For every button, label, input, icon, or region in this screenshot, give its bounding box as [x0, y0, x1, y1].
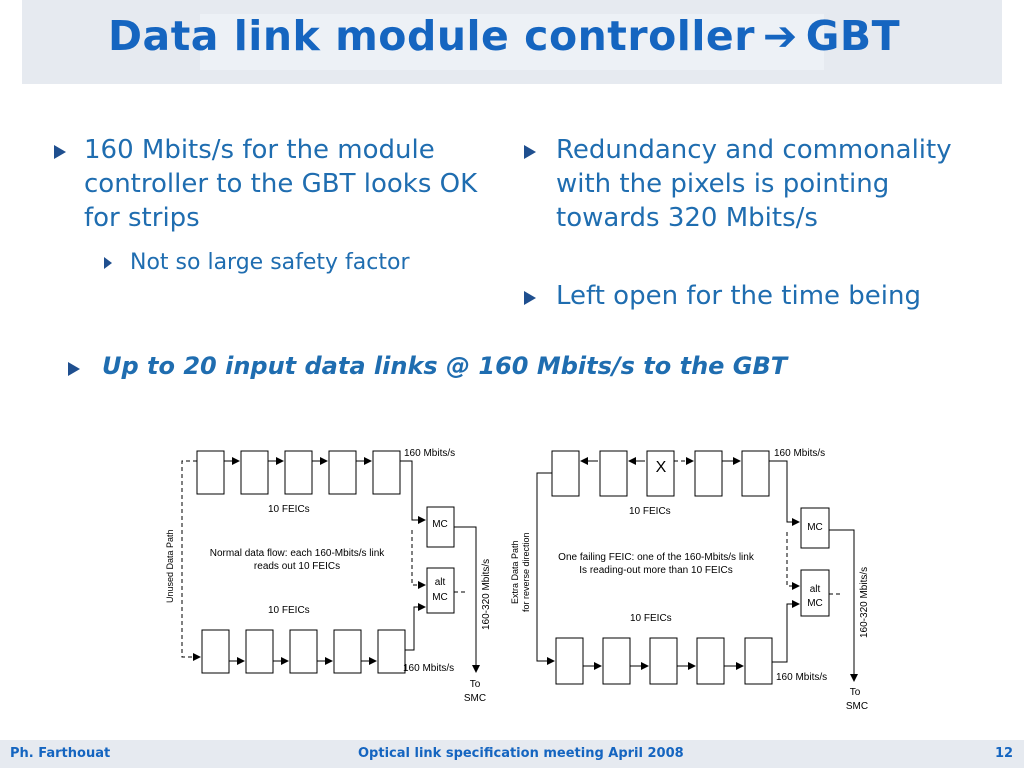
diagram-right-labels: 160 Mbits/s X 10 FEICs One failing FEIC:… [510, 448, 870, 712]
top-group-label: 10 FEICs [268, 504, 310, 515]
alt-mc-label: MC [807, 598, 823, 609]
footer-author: Ph. Farthouat [10, 746, 111, 761]
top-rate-label: 160 Mbits/s [774, 448, 825, 459]
note-line-1: One failing FEIC: one of the 160-Mbits/s… [558, 552, 755, 563]
bullet-arrow-icon [54, 145, 66, 159]
failed-feic-mark: X [656, 459, 667, 476]
title-suffix: GBT [805, 12, 901, 60]
bullet-arrow-icon [524, 145, 536, 159]
footer-band [0, 740, 1024, 768]
feic-box [196, 450, 225, 495]
feic-box [372, 450, 401, 495]
to-label: To [850, 687, 861, 698]
bottom-group-label: 10 FEICs [630, 613, 672, 624]
diagram-left [181, 450, 480, 674]
feic-box [201, 629, 230, 674]
bullet-arrow-icon [524, 291, 536, 305]
alt-mc-box [426, 567, 455, 614]
highlight-statement: Up to 20 input data links @ 160 Mbits/s … [102, 352, 788, 380]
right-bullet-1: Redundancy and commonality with the pixe… [556, 135, 952, 233]
left-sub-bullet-1: Not so large safety factor [130, 250, 410, 275]
feic-box [289, 629, 318, 674]
mc-label: MC [432, 519, 448, 530]
feic-box [328, 450, 357, 495]
link-diagrams: 160 Mbits/s 10 FEICs Normal data flow: e… [165, 448, 870, 712]
feic-box [240, 450, 269, 495]
feic-box [377, 629, 406, 674]
footer-meeting: Optical link specification meeting April… [358, 746, 684, 761]
feic-box [555, 637, 584, 685]
title-text: Data link module controller [108, 12, 755, 60]
mc-box [800, 507, 830, 549]
bottom-group-label: 10 FEICs [268, 605, 310, 616]
bottom-rate-label: 160 Mbits/s [776, 672, 827, 683]
to-label: To [470, 679, 481, 690]
feic-box [245, 629, 274, 674]
bottom-rate-label: 160 Mbits/s [403, 663, 454, 674]
side-label-line-2: for reverse direction [521, 532, 531, 612]
feic-box [599, 450, 628, 497]
feic-box [694, 450, 723, 497]
smc-label: SMC [464, 693, 486, 704]
left-bullet-1: 160 Mbits/s for the module controller to… [84, 135, 478, 233]
failed-feic-box [646, 450, 675, 497]
alt-mc-box [800, 569, 830, 617]
feic-box [602, 637, 631, 685]
bullet-arrow-icon [68, 362, 80, 376]
note-line-2: reads out 10 FEICs [254, 561, 340, 572]
alt-label: alt [810, 584, 821, 595]
slide-title: Data link module controller➔GBT [108, 12, 900, 60]
side-label-line-1: Extra Data Path [510, 540, 520, 604]
arrow-icon: ➔ [762, 12, 798, 60]
alt-label: alt [435, 577, 446, 588]
smc-label: SMC [846, 701, 868, 712]
feic-box [284, 450, 313, 495]
feic-box [744, 637, 773, 685]
note-line-2: Is reading-out more than 10 FEICs [579, 565, 732, 576]
feic-box [551, 450, 580, 497]
top-group-label: 10 FEICs [629, 506, 671, 517]
footer-page-number: 12 [995, 746, 1014, 761]
title-band-highlight [200, 14, 824, 70]
note-line-1: Normal data flow: each 160-Mbits/s link [210, 548, 386, 559]
sub-bullet-arrow-icon [104, 257, 112, 269]
side-label: Unused Data Path [165, 529, 175, 603]
diagram-right [536, 450, 858, 685]
diagram-left-labels: 160 Mbits/s 10 FEICs Normal data flow: e… [165, 448, 492, 704]
feic-box [696, 637, 725, 685]
mc-label: MC [807, 522, 823, 533]
vertical-rate-label: 160-320 Mbits/s [859, 567, 870, 638]
top-rate-label: 160 Mbits/s [404, 448, 455, 459]
feic-box [741, 450, 770, 497]
feic-box [333, 629, 362, 674]
alt-mc-label: MC [432, 592, 448, 603]
feic-box [649, 637, 678, 685]
vertical-rate-label: 160-320 Mbits/s [481, 559, 492, 630]
right-bullet-2: Left open for the time being [556, 281, 921, 311]
